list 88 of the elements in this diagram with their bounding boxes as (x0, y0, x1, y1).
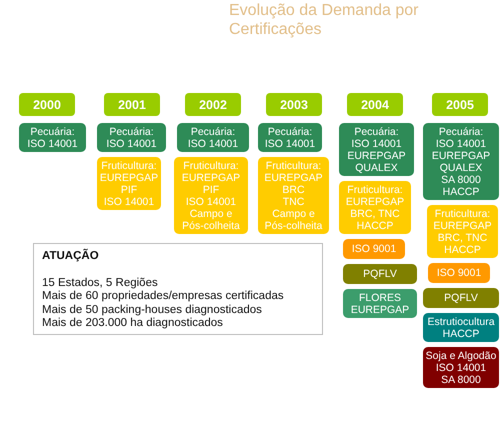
sector-label: Fruticultura: (434, 208, 490, 220)
certification-label: EUREPGAP (264, 172, 323, 184)
info-panel (33, 243, 323, 335)
sector-label: Fruticultura: (266, 160, 322, 172)
certification-label: HACCP (442, 186, 480, 198)
sector-label: Soja e Algodão (426, 350, 496, 362)
category-box (427, 205, 498, 258)
year-label: 2005 (446, 98, 474, 110)
certification-label: BRC, TNC (350, 208, 400, 220)
certification-label: SA 8000 (441, 174, 481, 186)
year-label: 2004 (361, 98, 389, 110)
sector-label: Pecuária: (30, 126, 75, 138)
category-box (258, 123, 322, 152)
sector-label: Pecuária: (268, 126, 312, 138)
category-box (258, 157, 329, 234)
year-box (347, 93, 403, 116)
category-box (423, 123, 499, 200)
year-box (432, 93, 488, 116)
certification-label: ISO 14001 (436, 362, 486, 374)
category-box (343, 289, 417, 318)
certification-label: ISO 9001 (436, 267, 482, 279)
sector-label: Fruticultura: (347, 184, 403, 196)
certification-label: EUREPGAP (100, 172, 158, 184)
certification-label: ISO 14001 (436, 138, 486, 150)
year-box (104, 93, 160, 116)
certification-label: ISO 9001 (352, 243, 396, 255)
certification-label: EUREPGAP (347, 150, 406, 162)
category-box (423, 288, 499, 308)
category-box (177, 123, 249, 152)
category-box (423, 313, 499, 342)
category-box (19, 123, 86, 152)
sector-label: Fruticultura: (183, 160, 239, 172)
year-label: 2002 (199, 98, 227, 110)
certification-label: BRC, TNC (438, 232, 488, 244)
category-box (428, 263, 490, 283)
stat-line: Mais de 50 packing-houses diagnosticados (42, 304, 262, 317)
year-box (19, 93, 75, 116)
category-box (343, 264, 417, 284)
year-box (266, 93, 322, 116)
stat-line: 15 Estados, 5 Regiões (42, 276, 158, 290)
certification-label: BRC (282, 184, 305, 196)
category-box (343, 239, 405, 259)
certification-label: EUREPGAP (346, 196, 404, 208)
year-label: 2003 (280, 98, 308, 110)
sector-label: Fruticultura: (101, 160, 157, 172)
certification-label: ISO 14001 (188, 138, 238, 150)
year-label: 2000 (33, 98, 61, 110)
certification-label: ISO 14001 (351, 138, 402, 150)
category-box (174, 157, 248, 234)
sector-label: Estrutiocultura (427, 316, 495, 328)
certification-label: SA 8000 (441, 374, 481, 386)
category-box (97, 157, 161, 210)
certification-label: ISO 14001 (186, 196, 236, 208)
certification-label: QUALEX (440, 162, 482, 174)
sector-label: FLORES (358, 292, 401, 304)
certification-label: ISO 14001 (106, 138, 157, 150)
certification-label: QUALEX (355, 162, 398, 174)
sector-label: Pecuária: (354, 126, 399, 138)
category-box (339, 181, 411, 234)
certification-label: PIF (202, 184, 220, 196)
stat-line: Mais de 203.000 ha diagnosticados (42, 317, 223, 330)
certification-label: PQFLV (363, 268, 397, 280)
certification-label: HACCP (444, 244, 481, 256)
sector-label: Pecuária: (109, 126, 154, 138)
certification-label: EUREPGAP (182, 172, 240, 184)
certification-label: ISO 14001 (264, 138, 316, 150)
year-label: 2001 (118, 98, 146, 110)
certification-label: HACCP (442, 328, 480, 340)
panel-heading: ATUAÇÃO (42, 250, 99, 264)
certification-label: Campo e Pós-colheita (264, 208, 324, 232)
certification-label: EUREPGAP (350, 304, 410, 316)
category-box (339, 123, 414, 176)
diagram-title: Evolução da Demanda por Certificações (229, 1, 420, 39)
certification-label: ISO 14001 (27, 138, 78, 150)
certification-label: HACCP (356, 220, 394, 232)
stat-line: Mais de 60 propriedades/empresas certificadas (42, 290, 284, 304)
certification-label: PIF (120, 184, 138, 196)
sector-label: Pecuária: (190, 126, 236, 138)
certification-label: PQFLV (444, 292, 478, 304)
sector-label: Pecuária: (438, 126, 484, 138)
year-box (185, 93, 241, 116)
category-box (97, 123, 166, 152)
certification-label: EUREPGAP (432, 150, 490, 162)
certification-label: ISO 14001 (104, 196, 154, 208)
certification-label: Campo e Pós-colheita (181, 208, 241, 232)
certification-label: EUREPGAP (433, 220, 492, 232)
certification-label: TNC (282, 196, 304, 208)
category-box (423, 347, 499, 388)
